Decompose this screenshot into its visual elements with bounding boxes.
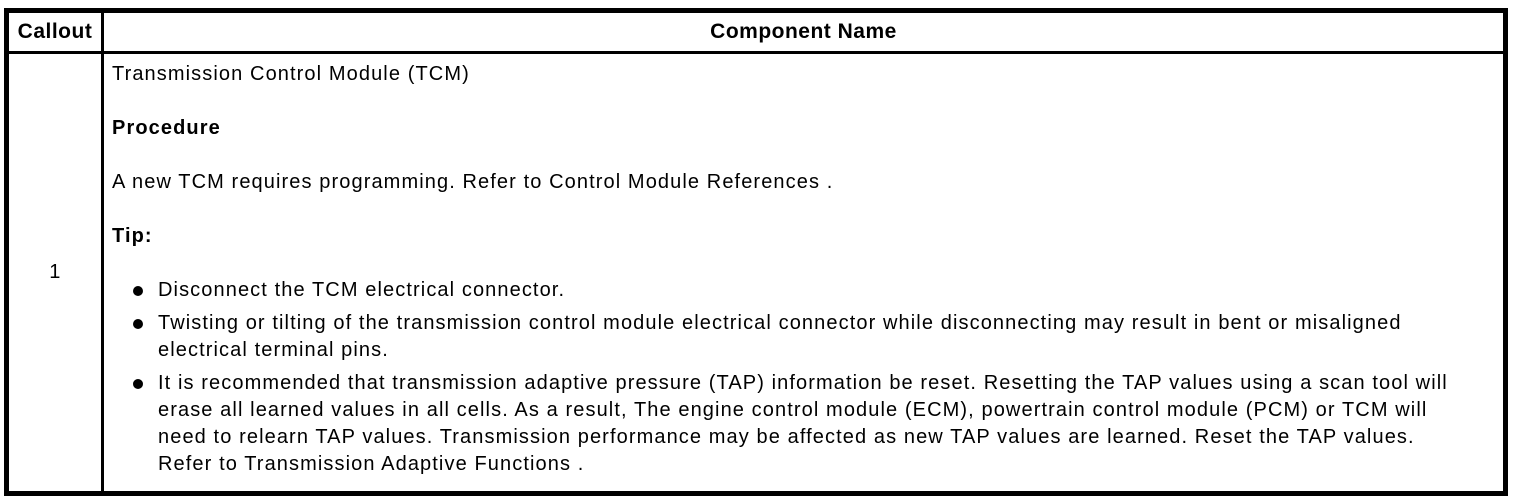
component-name-column-header: Component Name [101, 9, 1507, 54]
tip-list: Disconnect the TCM electrical connector.… [112, 277, 1457, 478]
component-cell: Transmission Control Module (TCM) Proced… [101, 51, 1507, 495]
tip-heading: Tip: [112, 225, 153, 247]
header-row: Callout Component Name [5, 9, 1507, 54]
callout-number: 1 [5, 51, 104, 495]
tip-item: Disconnect the TCM electrical connector. [112, 277, 1457, 304]
procedure-heading: Procedure [112, 117, 221, 139]
table-row: 1 Transmission Control Module (TCM) Proc… [5, 51, 1507, 495]
tip-item: Twisting or tilting of the transmission … [112, 310, 1457, 364]
component-table: Callout Component Name 1 Transmission Co… [4, 8, 1508, 496]
procedure-text: A new TCM requires programming. Refer to… [112, 171, 834, 193]
callout-column-header: Callout [5, 9, 104, 54]
tip-item: It is recommended that transmission adap… [112, 370, 1457, 478]
component-title: Transmission Control Module (TCM) [112, 63, 470, 85]
